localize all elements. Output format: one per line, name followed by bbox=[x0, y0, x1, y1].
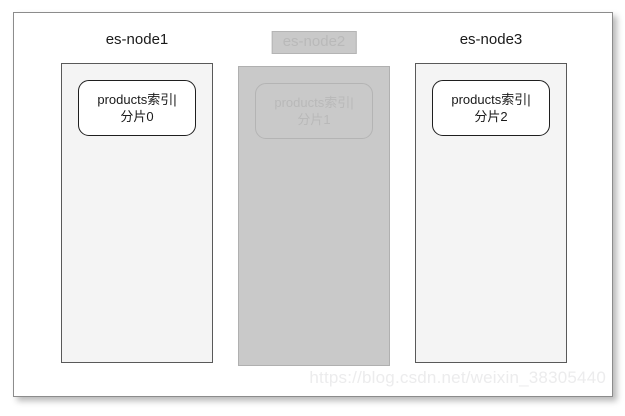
node-label-es-node2: es-node2 bbox=[271, 31, 357, 54]
node-column-es-node3[interactable]: es-node3 products索引| 分片2 bbox=[415, 31, 567, 363]
shard-number-label-1: 分片1 bbox=[297, 112, 331, 127]
node-body-es-node2: products索引| 分片1 bbox=[238, 66, 390, 366]
shard-number-label-2: 分片2 bbox=[474, 109, 508, 124]
shard-box-1[interactable]: products索引| 分片1 bbox=[255, 83, 373, 139]
node-column-es-node2[interactable]: es-node2 products索引| 分片1 bbox=[238, 31, 390, 366]
node-label-es-node3: es-node3 bbox=[459, 31, 523, 48]
node-columns-row: es-node1 products索引| 分片0 es-node2 produc… bbox=[14, 13, 612, 396]
shard-index-label-1: products索引| bbox=[274, 95, 354, 110]
shard-index-label-0: products索引| bbox=[97, 92, 177, 107]
node-label-es-node1: es-node1 bbox=[105, 31, 169, 48]
shard-box-0[interactable]: products索引| 分片0 bbox=[78, 80, 196, 136]
shard-box-2[interactable]: products索引| 分片2 bbox=[432, 80, 550, 136]
diagram-frame: es-node1 products索引| 分片0 es-node2 produc… bbox=[13, 12, 613, 397]
node-body-es-node3: products索引| 分片2 bbox=[415, 63, 567, 363]
shard-index-label-2: products索引| bbox=[451, 92, 531, 107]
shard-number-label-0: 分片0 bbox=[120, 109, 154, 124]
node-body-es-node1: products索引| 分片0 bbox=[61, 63, 213, 363]
node-column-es-node1[interactable]: es-node1 products索引| 分片0 bbox=[61, 31, 213, 363]
